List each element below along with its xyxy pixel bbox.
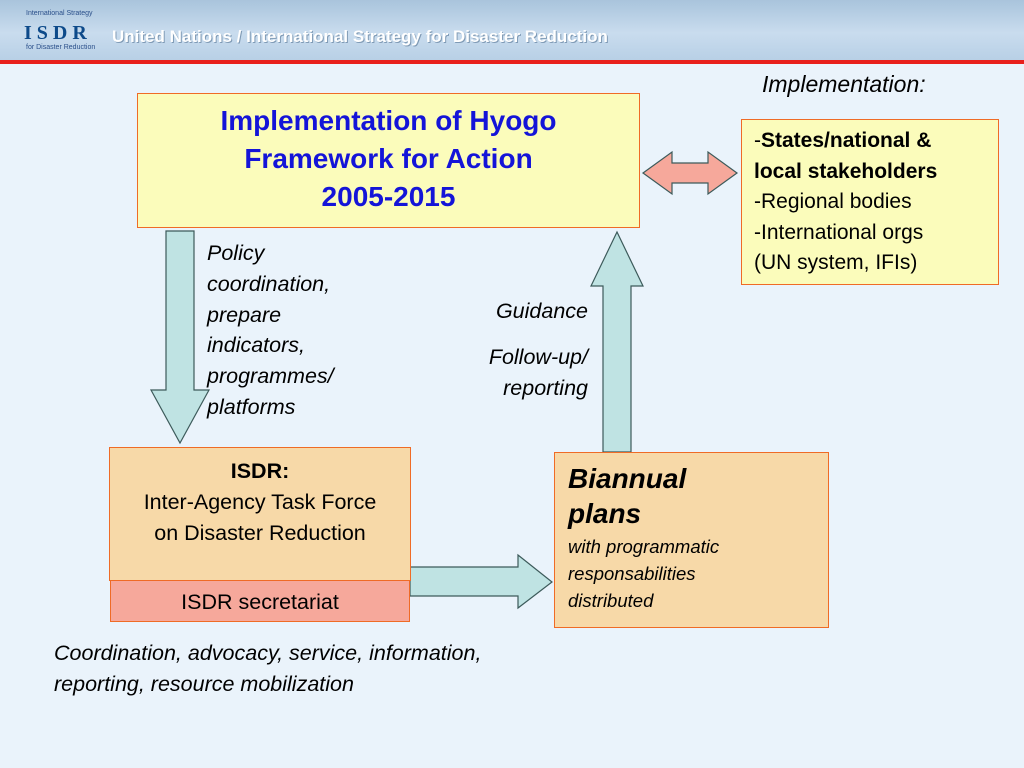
isdr-secretariat-box: ISDR secretariat	[110, 580, 410, 622]
biannual-plans-box: Biannual plans with programmatic respons…	[554, 452, 829, 628]
policy-line: platforms	[207, 394, 296, 419]
hfa-title-line1: Implementation of Hyogo	[220, 105, 557, 136]
coordination-label: Coordination, advocacy, service, informa…	[54, 638, 481, 700]
organization-name: United Nations / International Strategy …	[112, 27, 608, 46]
task-force-right-arrow	[409, 553, 553, 610]
coordination-line1: Coordination, advocacy, service, informa…	[54, 641, 482, 665]
dash: -	[754, 129, 761, 152]
biannual-sub-3: distributed	[568, 590, 654, 611]
biannual-sub-2: responsabilities	[568, 563, 696, 584]
hfa-title-line3: 2005-2015	[321, 181, 456, 212]
hyogo-framework-box: Implementation of Hyogo Framework for Ac…	[137, 93, 640, 228]
isdr-line2: Inter-Agency Task Force	[143, 490, 377, 514]
logo-caption-top: International Strategy	[26, 10, 93, 17]
stakeholder-bold-1: States/national &	[761, 129, 932, 152]
stakeholder-item-1: -States/national &	[754, 126, 998, 157]
stakeholder-item-2: -Regional bodies	[754, 190, 912, 213]
policy-line: coordination,	[207, 271, 331, 296]
reporting-text: reporting	[503, 376, 588, 400]
policy-line: programmes/	[207, 364, 334, 389]
stakeholders-box: -States/national & local stakeholders -R…	[741, 119, 999, 285]
policy-line: Policy	[207, 241, 265, 265]
stakeholder-item-3: -International orgs	[754, 220, 924, 244]
isdr-task-force-box: ISDR: Inter-Agency Task Force on Disaste…	[109, 447, 411, 581]
biannual-title-2: plans	[568, 498, 642, 529]
logo-caption-bottom: for Disaster Reduction	[26, 44, 96, 51]
biannual-title-1: Biannual	[568, 463, 687, 494]
guidance-text: Guidance	[495, 299, 588, 323]
guidance-up-arrow	[590, 230, 644, 453]
guidance-label: Guidance Follow-up/ reporting	[460, 296, 588, 404]
logo-wordmark: ISDR	[24, 22, 92, 44]
coordination-line2: reporting, resource mobilization	[54, 672, 354, 696]
followup-text: Follow-up/	[488, 345, 588, 369]
isdr-logo: International Strategy ISDR for Disaster…	[24, 10, 104, 54]
implementation-label: Implementation:	[762, 71, 926, 97]
isdr-title: ISDR:	[230, 459, 290, 483]
policy-down-arrow	[149, 230, 211, 445]
stakeholder-item-4: (UN system, IFIs)	[754, 251, 918, 274]
biannual-sub-1: with programmatic	[568, 536, 720, 557]
policy-line: indicators,	[207, 333, 305, 358]
hfa-title-line2: Framework for Action	[244, 143, 533, 174]
isdr-line3: on Disaster Reduction	[154, 521, 366, 545]
header-bar: International Strategy ISDR for Disaster…	[0, 0, 1024, 60]
stakeholder-bold-2: local stakeholders	[754, 159, 938, 183]
policy-coordination-label: Policy coordination, prepare indicators,…	[207, 238, 334, 423]
header-rule	[0, 60, 1024, 64]
policy-line: prepare	[207, 302, 282, 327]
implementation-double-arrow	[641, 150, 739, 196]
